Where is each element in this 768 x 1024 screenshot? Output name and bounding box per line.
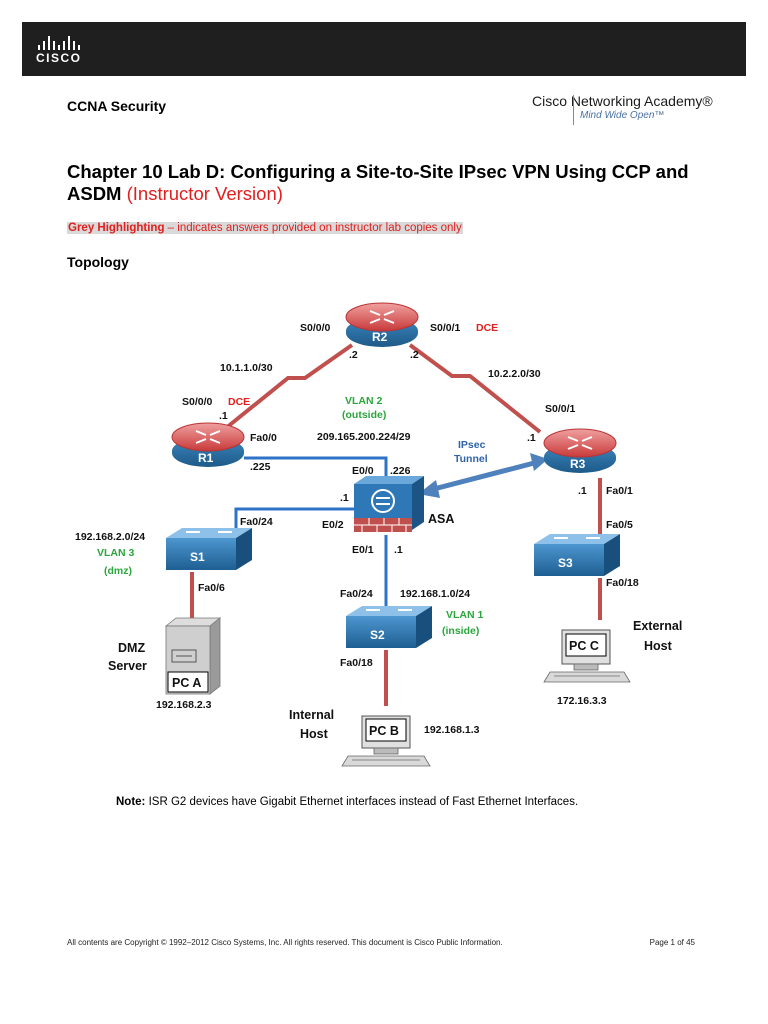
pc-c-label: PC C	[569, 639, 599, 653]
academy-name: Cisco Networking Academy®	[532, 93, 713, 109]
r1-fa00-ip: .225	[250, 461, 271, 473]
note-text: ISR G2 devices have Gigabit Ethernet int…	[145, 796, 579, 808]
router-r1[interactable]: R1	[171, 422, 245, 467]
title-main: Chapter 10 Lab D: Configuring a Site-to-…	[67, 161, 689, 204]
s1-fa024-label: Fa0/24	[240, 516, 273, 528]
footer: All contents are Copyright © 1992–2012 C…	[67, 938, 695, 947]
switch-s1-label: S1	[190, 550, 205, 564]
external-host-label: Host	[644, 639, 673, 653]
academy-logo: Cisco Networking Academy® Mind Wide Open…	[529, 93, 744, 129]
highlight-note: Grey Highlighting – indicates answers pr…	[67, 222, 463, 234]
header-bar: CISCO	[22, 22, 746, 76]
vlan1-label: VLAN 1	[446, 609, 484, 621]
asa-e00-ip: .226	[390, 465, 411, 477]
server-pc-a[interactable]: PC A	[164, 617, 222, 695]
asa-e01-ip: .1	[394, 544, 403, 556]
asa-e02-label: E0/2	[322, 519, 344, 531]
vlan1-sub-label: (inside)	[442, 625, 479, 637]
r3-fa01-ip: .1	[578, 485, 587, 497]
r1-s000-label: S0/0/0	[182, 396, 213, 408]
highlight-note-rest: – indicates answers provided on instruct…	[164, 222, 462, 234]
net-right-label: 10.2.2.0/30	[488, 368, 541, 380]
title-version: (Instructor Version)	[126, 183, 283, 204]
s3-fa05-label: Fa0/5	[606, 519, 633, 531]
server-label: Server	[108, 659, 147, 673]
ipsec-label: IPsec	[458, 439, 486, 451]
page-number: Page 1 of 45	[649, 938, 695, 947]
r3-s001-ip: .1	[527, 432, 536, 444]
page-title: Chapter 10 Lab D: Configuring a Site-to-…	[67, 161, 707, 205]
router-r1-label: R1	[198, 451, 214, 465]
external-label: External	[633, 619, 682, 633]
pc-a-label: PC A	[172, 676, 201, 690]
footer-copyright: All contents are Copyright © 1992–2012 C…	[67, 938, 503, 947]
cisco-bars-icon	[38, 36, 86, 50]
switch-s3-label: S3	[558, 556, 573, 570]
link-r2-r3	[408, 343, 542, 434]
r2-s000-label: S0/0/0	[300, 322, 331, 334]
vlan3-label: VLAN 3	[97, 547, 135, 559]
net-left-label: 10.1.1.0/30	[220, 362, 273, 374]
section-heading: Topology	[67, 254, 129, 270]
note-label: Note:	[116, 796, 146, 808]
r2-right-ip: .2	[410, 349, 419, 361]
cisco-logo-text: CISCO	[36, 51, 82, 65]
s2-fa024-label: Fa0/24	[340, 588, 373, 600]
r2-left-ip: .2	[349, 349, 358, 361]
pc-b-ip: 192.168.1.3	[424, 724, 480, 736]
note: Note: ISR G2 devices have Gigabit Ethern…	[116, 796, 578, 808]
cisco-logo: CISCO	[36, 34, 96, 66]
pc-b-label: PC B	[369, 724, 399, 738]
switch-s2[interactable]: S2	[346, 606, 432, 648]
academy-divider	[573, 95, 574, 125]
pc-c[interactable]: PC C	[543, 629, 631, 683]
link-r1-asa	[244, 456, 388, 484]
dmz-net-label: 192.168.2.0/24	[75, 531, 145, 543]
switch-s2-label: S2	[370, 628, 385, 642]
switch-s3[interactable]: S3	[534, 534, 620, 576]
topology-diagram: R2 R1 R3 ASA S1 S2	[75, 302, 682, 767]
internal-label: Internal	[289, 708, 334, 722]
asa-e01-label: E0/1	[352, 544, 374, 556]
r3-fa01-label: Fa0/1	[606, 485, 633, 497]
router-r2[interactable]: R2	[345, 302, 419, 347]
asa-e00-label: E0/0	[352, 465, 374, 477]
internal-host-label: Host	[300, 727, 329, 741]
r1-dce-label: DCE	[228, 396, 250, 408]
dmz-label: DMZ	[118, 641, 145, 655]
link-asa-s1	[234, 507, 354, 532]
s3-fa018-label: Fa0/18	[606, 577, 639, 589]
router-r3-label: R3	[570, 457, 586, 471]
router-r2-label: R2	[372, 330, 388, 344]
r1-fa00-label: Fa0/0	[250, 432, 277, 444]
asa-firewall[interactable]: ASA	[354, 476, 454, 532]
switch-s1[interactable]: S1	[166, 528, 252, 570]
outside-net-label: 209.165.200.224/29	[317, 431, 411, 443]
highlight-note-bold: Grey Highlighting	[68, 222, 165, 234]
r1-s000-ip: .1	[219, 410, 228, 422]
s1-fa06-label: Fa0/6	[198, 582, 225, 594]
inside-net-label: 192.168.1.0/24	[400, 588, 470, 600]
vlan2-sub-label: (outside)	[342, 409, 386, 421]
tunnel-label: Tunnel	[454, 453, 488, 465]
r2-s001-label: S0/0/1	[430, 322, 461, 334]
academy-tagline: Mind Wide Open™	[580, 110, 665, 121]
pc-a-ip: 192.168.2.3	[156, 699, 212, 711]
course-name: CCNA Security	[67, 98, 167, 114]
pc-b[interactable]: PC B	[341, 715, 431, 767]
vlan2-label: VLAN 2	[345, 395, 383, 407]
pc-c-ip: 172.16.3.3	[557, 695, 607, 707]
router-r3[interactable]: R3	[543, 428, 617, 473]
link-r1-r2	[224, 343, 354, 430]
vlan3-sub-label: (dmz)	[104, 565, 132, 577]
asa-label: ASA	[428, 512, 454, 526]
r3-s001-label: S0/0/1	[545, 403, 576, 415]
r2-dce-label: DCE	[476, 322, 498, 334]
s2-fa018-label: Fa0/18	[340, 657, 373, 669]
asa-e02-ip: .1	[340, 492, 349, 504]
